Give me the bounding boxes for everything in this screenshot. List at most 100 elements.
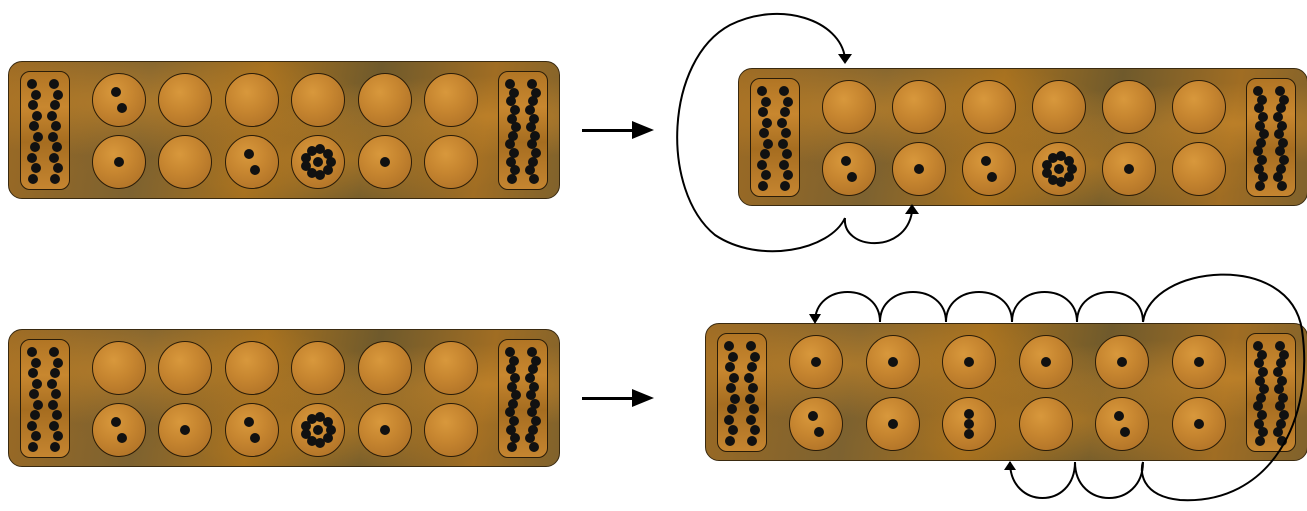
pit-bottom-4 xyxy=(291,403,346,457)
seed-icon xyxy=(509,355,519,366)
store-left xyxy=(20,339,70,458)
seed-icon xyxy=(761,170,771,181)
seed-icon xyxy=(744,372,754,383)
seed-icon xyxy=(1255,436,1265,446)
seed-icon xyxy=(50,368,60,379)
seed-icon xyxy=(1258,111,1268,122)
seed-icon xyxy=(730,393,740,404)
seed-icon xyxy=(1054,164,1064,174)
seed-icon xyxy=(306,413,317,424)
seed-icon xyxy=(528,424,538,435)
seed-icon xyxy=(525,104,535,115)
pit-bottom-5 xyxy=(357,403,412,457)
pit-top-6 xyxy=(424,341,478,395)
store-left xyxy=(750,78,800,197)
seed-icon xyxy=(1194,357,1204,367)
seed-icon xyxy=(117,433,127,443)
seed-icon xyxy=(1254,103,1264,114)
seed-icon xyxy=(748,383,758,394)
seed-icon xyxy=(529,381,539,392)
seed-icon xyxy=(1056,151,1067,162)
seed-icon xyxy=(52,410,62,421)
seed-icon xyxy=(724,341,734,351)
pit-bottom-3 xyxy=(224,135,279,189)
seed-icon xyxy=(49,79,59,89)
seed-icon xyxy=(47,110,57,121)
seed-icon xyxy=(750,351,760,362)
pit-bottom-4 xyxy=(1018,397,1073,451)
sowing-arrow-icon xyxy=(1004,461,1016,470)
seed-icon xyxy=(1253,146,1263,157)
seed-icon xyxy=(117,103,127,113)
seed-icon xyxy=(528,96,538,107)
pit-bottom-1 xyxy=(822,142,876,196)
seed-icon xyxy=(511,390,521,401)
pit-bottom-1 xyxy=(92,403,146,457)
store-right xyxy=(498,71,548,190)
seed-icon xyxy=(52,142,62,153)
seed-icon xyxy=(509,416,519,427)
seed-icon xyxy=(526,390,536,401)
seed-icon xyxy=(749,404,759,415)
seed-icon xyxy=(1275,146,1285,157)
seed-icon xyxy=(505,79,515,89)
seed-icon xyxy=(761,96,771,107)
store-right xyxy=(1246,333,1296,452)
seed-icon xyxy=(914,164,924,174)
seed-icon xyxy=(527,79,537,89)
seed-icon xyxy=(777,117,787,128)
seed-icon xyxy=(530,130,540,141)
seed-icon xyxy=(180,425,191,435)
seed-icon xyxy=(48,131,58,142)
pit-top-2 xyxy=(892,80,946,134)
sowing-path-icon xyxy=(1076,291,1144,323)
seed-icon xyxy=(887,357,898,367)
pit-bottom-2 xyxy=(158,135,213,189)
seed-icon xyxy=(808,411,818,421)
seed-icon xyxy=(1114,411,1125,421)
seed-icon xyxy=(51,121,61,132)
pit-bottom-3 xyxy=(962,142,1016,196)
pit-top-2 xyxy=(158,73,213,127)
pit-top-1 xyxy=(822,80,876,134)
seed-icon xyxy=(757,86,767,96)
seed-icon xyxy=(531,148,541,159)
seed-icon xyxy=(528,156,538,167)
seed-icon xyxy=(747,436,757,446)
seed-icon xyxy=(783,96,793,107)
seed-icon xyxy=(531,416,541,427)
seed-icon xyxy=(1259,129,1269,140)
seed-icon xyxy=(111,87,121,97)
seed-icon xyxy=(510,433,520,444)
seed-icon xyxy=(28,100,38,111)
seed-icon xyxy=(306,145,317,156)
seed-icon xyxy=(847,172,857,182)
seed-icon xyxy=(757,159,767,170)
seed-icon xyxy=(29,121,39,132)
pit-top-1 xyxy=(92,73,146,127)
seed-icon xyxy=(531,87,541,98)
seed-icon xyxy=(32,110,42,121)
pit-bottom-2 xyxy=(158,403,213,457)
seed-icon xyxy=(379,157,390,167)
mancala-board xyxy=(705,323,1307,461)
seed-icon xyxy=(1063,172,1074,183)
seed-icon xyxy=(50,100,60,111)
seed-icon xyxy=(315,169,326,180)
seed-icon xyxy=(746,341,756,351)
pit-top-3 xyxy=(962,80,1016,134)
seed-icon xyxy=(49,420,59,431)
pit-bottom-3 xyxy=(942,397,997,451)
seed-icon xyxy=(527,139,537,150)
seed-icon xyxy=(315,144,326,155)
seed-icon xyxy=(1254,163,1264,174)
seed-icon xyxy=(1279,94,1289,105)
seed-icon xyxy=(50,174,60,184)
pit-top-4 xyxy=(1018,335,1073,389)
sowing-path-icon xyxy=(945,291,1013,323)
seed-icon xyxy=(509,148,519,159)
seed-icon xyxy=(31,89,41,100)
seed-icon xyxy=(33,131,43,142)
seed-icon xyxy=(243,149,254,159)
